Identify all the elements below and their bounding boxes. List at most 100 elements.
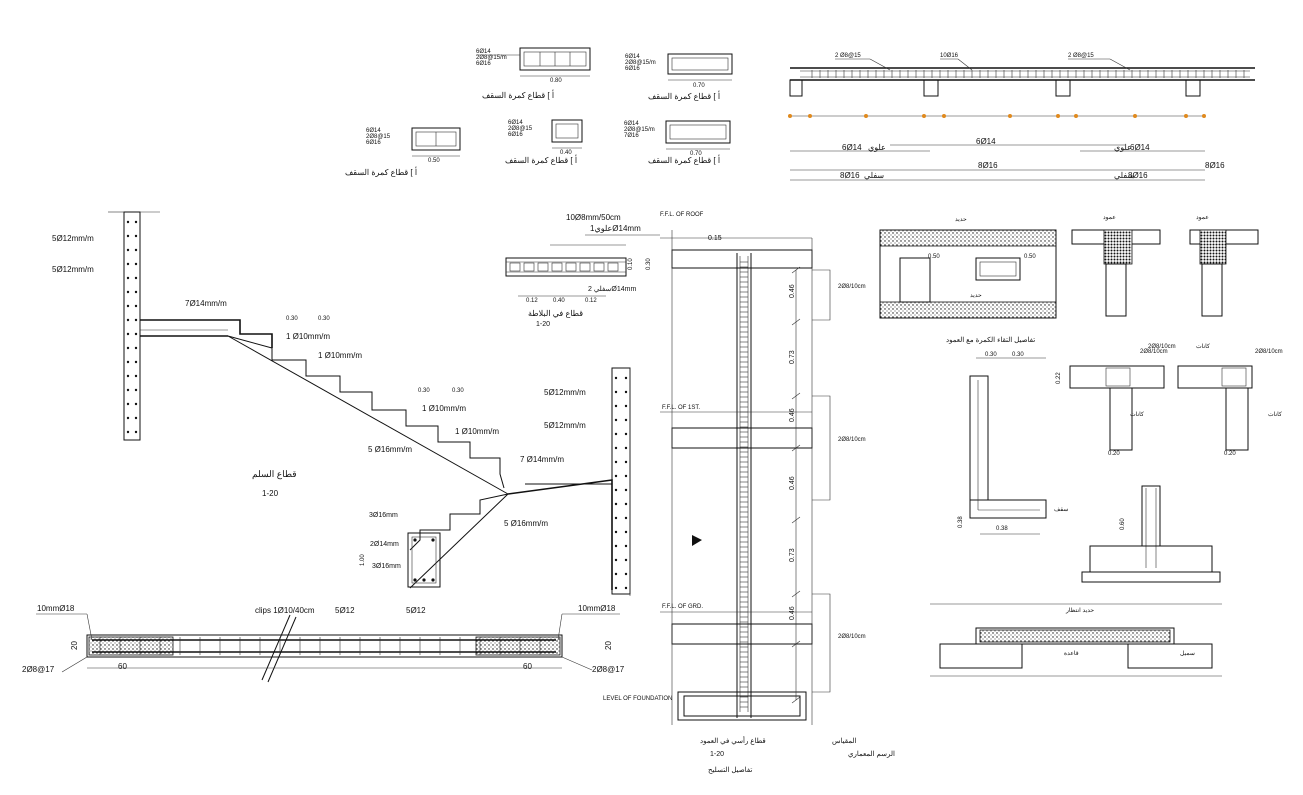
rebar-dot xyxy=(624,460,628,464)
rebar-dot xyxy=(126,220,130,224)
dim: 0.30 xyxy=(1012,352,1024,358)
rebar-dot xyxy=(614,460,618,464)
rebar-dot xyxy=(624,404,628,408)
stair-label: 5 Ø16mm/m xyxy=(504,519,548,528)
svg-text:6Ø14: 6Ø14 xyxy=(476,49,491,55)
rebar-dot xyxy=(134,332,138,336)
right-details: ﺣﺪﻳﺪ 0.50 0.50 ﻋﻤﻮﺩ ﻋﻤﻮﺩ ﺣﺪﻳﺪ ﺗﻔﺎﺻﻴﻞ ﺍﻟﺘ… xyxy=(879,215,1283,677)
dim: 0.46 xyxy=(789,476,796,490)
dim: 0.38 xyxy=(996,526,1008,532)
gb-label: 5Ø12 xyxy=(335,606,355,615)
rebar-label: 10Ø16 xyxy=(940,53,959,59)
rebar-dot xyxy=(134,234,138,238)
rebar-dot xyxy=(134,388,138,392)
rebar-dot xyxy=(614,544,618,548)
dim: 0.30 xyxy=(418,388,430,394)
dim-mark xyxy=(1056,114,1060,118)
slab-block xyxy=(607,262,619,272)
rebar-dot xyxy=(624,502,628,506)
dim: 60 xyxy=(118,662,127,671)
note: ﺳﻔﻠﻲ xyxy=(1114,171,1134,180)
stair-label: 3Ø16mm xyxy=(372,563,401,570)
beam-section-label: ﺃ ] ﻗﻄﺎﻉ ﻛﻤﺮﺓ ﺍﻟﺴﻘﻒ xyxy=(648,154,720,165)
dim: 0.30 xyxy=(286,316,298,322)
rd-label: ﻋﻤﻮﺩ xyxy=(1103,215,1116,221)
rebar-dot xyxy=(614,572,618,576)
dim-mark xyxy=(864,114,868,118)
note: ﺳﻔﻠﻲ xyxy=(864,171,884,180)
svg-text:7Ø16: 7Ø16 xyxy=(624,133,639,139)
gb-label: 10mmØ18 xyxy=(578,604,616,613)
rebar-dot xyxy=(134,304,138,308)
stair-label: 7 Ø14mm/m xyxy=(520,455,564,464)
stair-label: 2Ø14mm xyxy=(370,541,399,548)
title: ﺍﻟﻤﻘﻴﺎﺱ xyxy=(832,737,857,745)
stirrup-label: 2Ø8/10cm xyxy=(838,634,866,640)
svg-text:6Ø14: 6Ø14 xyxy=(508,120,523,126)
dim-mark xyxy=(922,114,926,118)
rebar-dot xyxy=(624,530,628,534)
rd-label: ﺣﺪﻳﺪ xyxy=(955,217,967,223)
dim: 0.10 xyxy=(628,258,634,270)
beam-section-label: ﺃ ] ﻗﻄﺎﻉ ﻛﻤﺮﺓ ﺍﻟﺴﻘﻒ xyxy=(505,154,577,165)
rd-label: 2Ø8/10cm xyxy=(1255,349,1283,355)
rebar-dot xyxy=(614,474,618,478)
dim: 0.70 xyxy=(690,151,702,157)
rebar-dot xyxy=(126,430,130,434)
stair-label: 7Ø14mm/m xyxy=(185,299,227,308)
rebar-dot xyxy=(134,402,138,406)
svg-text:2Ø8@15: 2Ø8@15 xyxy=(508,126,533,132)
rd-label: ﻛﺎﻧﺎﺕ xyxy=(1268,411,1282,418)
rd-label: ﻗﺎﻋﺪﺓ xyxy=(1064,650,1079,657)
slab-detail: 10Ø8mm/50cm ﻋﻠﻮﻱ1Ø14mm ﺳﻔﻠﻲ 2Ø14mm 0.12 … xyxy=(505,213,660,328)
gb-label: 2Ø8@17 xyxy=(592,665,625,674)
rebar-dot xyxy=(134,290,138,294)
level-label: F.F.L. OF ROOF xyxy=(660,212,704,218)
rebar-dot xyxy=(614,376,618,380)
dim: 0.70 xyxy=(693,83,705,89)
slab-title: ﻗﻄﺎﻉ ﻓﻲ ﺍﻟﺒﻼﻃﺔ xyxy=(528,309,583,318)
svg-text:6Ø14: 6Ø14 xyxy=(624,121,639,127)
dim: 0.73 xyxy=(789,548,796,562)
rebar-dot xyxy=(126,388,130,392)
rebar-dot xyxy=(624,432,628,436)
dim: 0.20 xyxy=(1224,451,1236,457)
dim: 0.80 xyxy=(550,78,562,84)
dim: 0.38 xyxy=(958,516,964,528)
slab-scale: 1-20 xyxy=(536,321,550,328)
gb-label: 2Ø8@17 xyxy=(22,665,55,674)
rebar-dot xyxy=(614,502,618,506)
slab-label: ﺳﻔﻠﻲ 2Ø14mm xyxy=(588,285,636,293)
column-scale: 1-20 xyxy=(710,751,724,758)
rebar-dot xyxy=(624,516,628,520)
svg-text:2Ø8@15: 2Ø8@15 xyxy=(366,134,391,140)
slab-label: 10Ø8mm/50cm xyxy=(566,213,621,222)
rebar-dot xyxy=(624,446,628,450)
rebar-dot xyxy=(134,220,138,224)
rebar-dot xyxy=(126,318,130,322)
svg-text:6Ø14: 6Ø14 xyxy=(625,54,640,60)
note: 8Ø16 xyxy=(840,171,860,180)
svg-text:6Ø16: 6Ø16 xyxy=(508,132,523,138)
title: ﺍﻟﺮﺳﻢ ﺍﻟﻤﻌﻤﺎﺭﻱ xyxy=(848,750,895,758)
rebar-dot xyxy=(126,416,130,420)
rebar-dot xyxy=(126,346,130,350)
dim: 60 xyxy=(523,662,532,671)
dim-mark xyxy=(1133,114,1137,118)
rebar-dot xyxy=(134,318,138,322)
rd-label: 0.50 xyxy=(1024,254,1036,260)
stair-title: ﻗﻄﺎﻉ ﺍﻟﺴﻠﻢ xyxy=(252,469,297,480)
rebar-dot xyxy=(614,418,618,422)
rebar-dot xyxy=(126,360,130,364)
rebar-dot xyxy=(134,430,138,434)
dim-tick xyxy=(791,444,801,452)
stair-label: 5 Ø16mm/m xyxy=(368,445,412,454)
rebar-dot xyxy=(624,474,628,478)
svg-text:6Ø16: 6Ø16 xyxy=(476,61,491,67)
dim: 0.40 xyxy=(553,298,565,304)
dim: 0.30 xyxy=(452,388,464,394)
stair-label: 5Ø12mm/m xyxy=(544,421,586,430)
